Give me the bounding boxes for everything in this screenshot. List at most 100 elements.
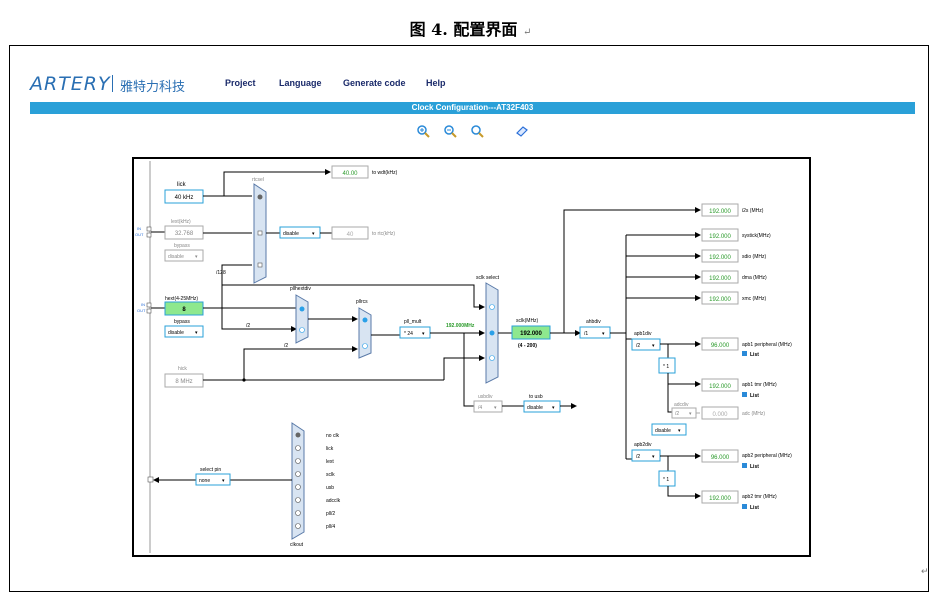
chevron-down-icon: ▾ [312, 231, 315, 237]
pllrcs-option-hick[interactable] [362, 343, 368, 349]
pllrcs-mux[interactable] [358, 307, 372, 359]
zoom-in-icon[interactable] [416, 124, 430, 138]
lext-value: 32.768 [175, 231, 194, 237]
pllrcs-option-hext[interactable] [362, 317, 368, 323]
hext-bypass-select[interactable] [164, 325, 204, 338]
clock-diagram: lick 40 kHz 40.00 to wdt(kHz) rtcsel lex… [132, 157, 811, 557]
clkout-pin[interactable] [147, 476, 154, 483]
wdt-box [331, 165, 369, 179]
rtcsel-option-hext[interactable] [257, 262, 263, 268]
apb2-periph-label: apb2 peripheral (MHz) [742, 453, 792, 459]
select-pin-value: none [199, 478, 210, 484]
clkout-option-radio[interactable] [295, 523, 301, 529]
adc-value: 0.000 [712, 412, 728, 418]
clkout-option-radio[interactable] [295, 510, 301, 516]
apb2-periph-list-icon[interactable] [742, 463, 747, 468]
adcdiv-label: adcdiv [674, 402, 689, 408]
apb2-mult-value: * 1 [663, 477, 669, 483]
zoom-out-icon[interactable] [443, 124, 457, 138]
clkout-mux[interactable] [291, 422, 305, 540]
select-pin-select[interactable] [195, 473, 231, 486]
lext-bypass-select[interactable] [164, 249, 204, 262]
apb1-tmr-box [701, 378, 739, 392]
apb2-tmr-list[interactable]: List [750, 505, 759, 511]
rtcsel-option-lext[interactable] [257, 230, 263, 236]
paragraph-mark: ↵ [523, 27, 532, 38]
rtc-value: 40 [347, 232, 354, 238]
sclk-option-pll[interactable] [489, 330, 495, 336]
usb-select-value: disable [527, 405, 543, 411]
clkout-option-label: pll/4 [326, 524, 335, 530]
clkout-option-radio[interactable] [295, 484, 301, 490]
chevron-down-icon: ▾ [222, 478, 225, 484]
menu-help[interactable]: Help [426, 78, 446, 88]
pllhextdiv-option-1[interactable] [299, 306, 305, 312]
apb1div-value: /2 [636, 343, 640, 349]
eraser-icon[interactable] [515, 124, 529, 138]
clkout-option-radio[interactable] [295, 445, 301, 451]
adc-select[interactable] [651, 423, 687, 436]
output-value: 192.000 [709, 234, 731, 240]
apb1-periph-box [701, 337, 739, 351]
clkout-option-radio[interactable] [295, 432, 301, 438]
chevron-down-icon: ▾ [652, 343, 655, 349]
hick-label: hick [178, 366, 187, 372]
hext-label: hext(4-25MHz) [165, 296, 198, 302]
lext-bypass-label: bypass [174, 243, 190, 249]
chevron-down-icon: ▾ [552, 405, 555, 411]
apb1div-label: apb1div [634, 331, 652, 337]
menu-language[interactable]: Language [279, 78, 322, 88]
output-label: sdio (MHz) [742, 254, 767, 260]
apb1-tmr-list-icon[interactable] [742, 392, 747, 397]
lext-out-label: OUT [135, 232, 144, 237]
figure-caption: 图 4. 配置界面 ↵ [0, 16, 941, 40]
sclk-option-hext[interactable] [489, 304, 495, 310]
rtcsel-label: rtcsel [252, 177, 264, 183]
wire [667, 486, 701, 499]
wire [221, 308, 297, 332]
apb1-mult-box [658, 357, 676, 374]
adc-label: adc (MHz) [742, 411, 765, 417]
apb2-tmr-list-icon[interactable] [742, 504, 747, 509]
zoom-reset-icon[interactable] [470, 124, 484, 138]
clkout-option-label: pll/2 [326, 511, 335, 517]
output-box [701, 228, 739, 242]
chevron-down-icon: ▾ [678, 428, 681, 434]
apb2-mult-box [658, 470, 676, 487]
hext-out-pin[interactable] [146, 308, 152, 314]
clkout-option-radio[interactable] [295, 458, 301, 464]
apb2div-value: /2 [636, 454, 640, 460]
apb1-periph-list-icon[interactable] [742, 351, 747, 356]
usbdiv-label: usbdiv [478, 394, 493, 400]
brand-logo: ARTERY [30, 73, 111, 95]
div128-label: /128 [216, 270, 226, 276]
i2s-box [701, 203, 739, 217]
lext-in-pin[interactable] [146, 226, 152, 232]
rtcsel-option-lick[interactable] [257, 194, 263, 200]
pll-out-value: 192.000MHz [446, 323, 475, 329]
div2b-label: /2 [284, 343, 288, 349]
wdt-value: 40.00 [342, 171, 358, 177]
caption-text: 图 4. 配置界面 [409, 20, 518, 39]
clkout-option-radio[interactable] [295, 471, 301, 477]
hext-in-pin[interactable] [146, 302, 152, 308]
menu-project[interactable]: Project [225, 78, 256, 88]
clkout-label: clkout [290, 542, 304, 548]
apb1-periph-value: 96.000 [711, 343, 730, 349]
clkout-option-radio[interactable] [295, 497, 301, 503]
apb1-periph-list[interactable]: List [750, 352, 759, 358]
ahbdiv-label: ahbdiv [586, 319, 601, 325]
lext-out-pin[interactable] [146, 232, 152, 238]
output-label: systick(MHz) [742, 233, 771, 239]
apb2-tmr-box [701, 490, 739, 504]
menu-generate-code[interactable]: Generate code [343, 78, 406, 88]
pllhextdiv-mux[interactable] [295, 294, 309, 344]
pllhextdiv-option-2[interactable] [299, 327, 305, 333]
pllhextdiv-label: pllhextdiv [290, 286, 311, 292]
sclk-option-hick[interactable] [489, 355, 495, 361]
apb2-periph-list[interactable]: List [750, 464, 759, 470]
apb1-tmr-list[interactable]: List [750, 393, 759, 399]
wire [443, 355, 485, 380]
